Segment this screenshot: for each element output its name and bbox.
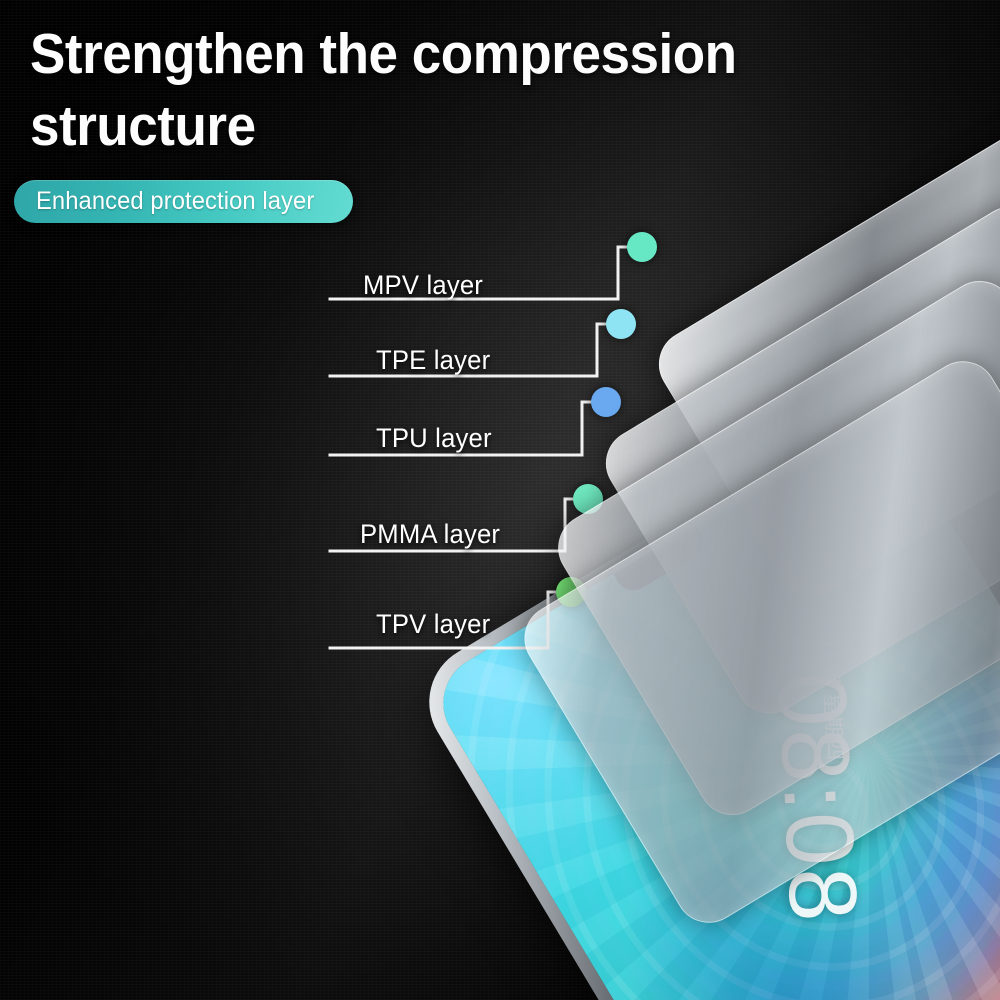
- layer-label: TPU layer: [376, 423, 492, 453]
- layer-label: TPE layer: [376, 345, 491, 375]
- status-badge: Enhanced protection layer: [14, 180, 353, 223]
- page-title: Strengthen the compression structure: [30, 22, 737, 158]
- layer-marker-dot: [573, 484, 603, 514]
- layer-marker-dot: [591, 387, 621, 417]
- layer-label: PMMA layer: [360, 519, 501, 549]
- status-badge-label: Enhanced protection layer: [36, 187, 315, 215]
- layer-label: MPV layer: [363, 270, 484, 300]
- layer-marker-dot: [627, 232, 657, 262]
- layer-marker-dot: [556, 577, 586, 607]
- layer-marker-dot: [606, 309, 636, 339]
- layer-label: TPV layer: [376, 609, 491, 639]
